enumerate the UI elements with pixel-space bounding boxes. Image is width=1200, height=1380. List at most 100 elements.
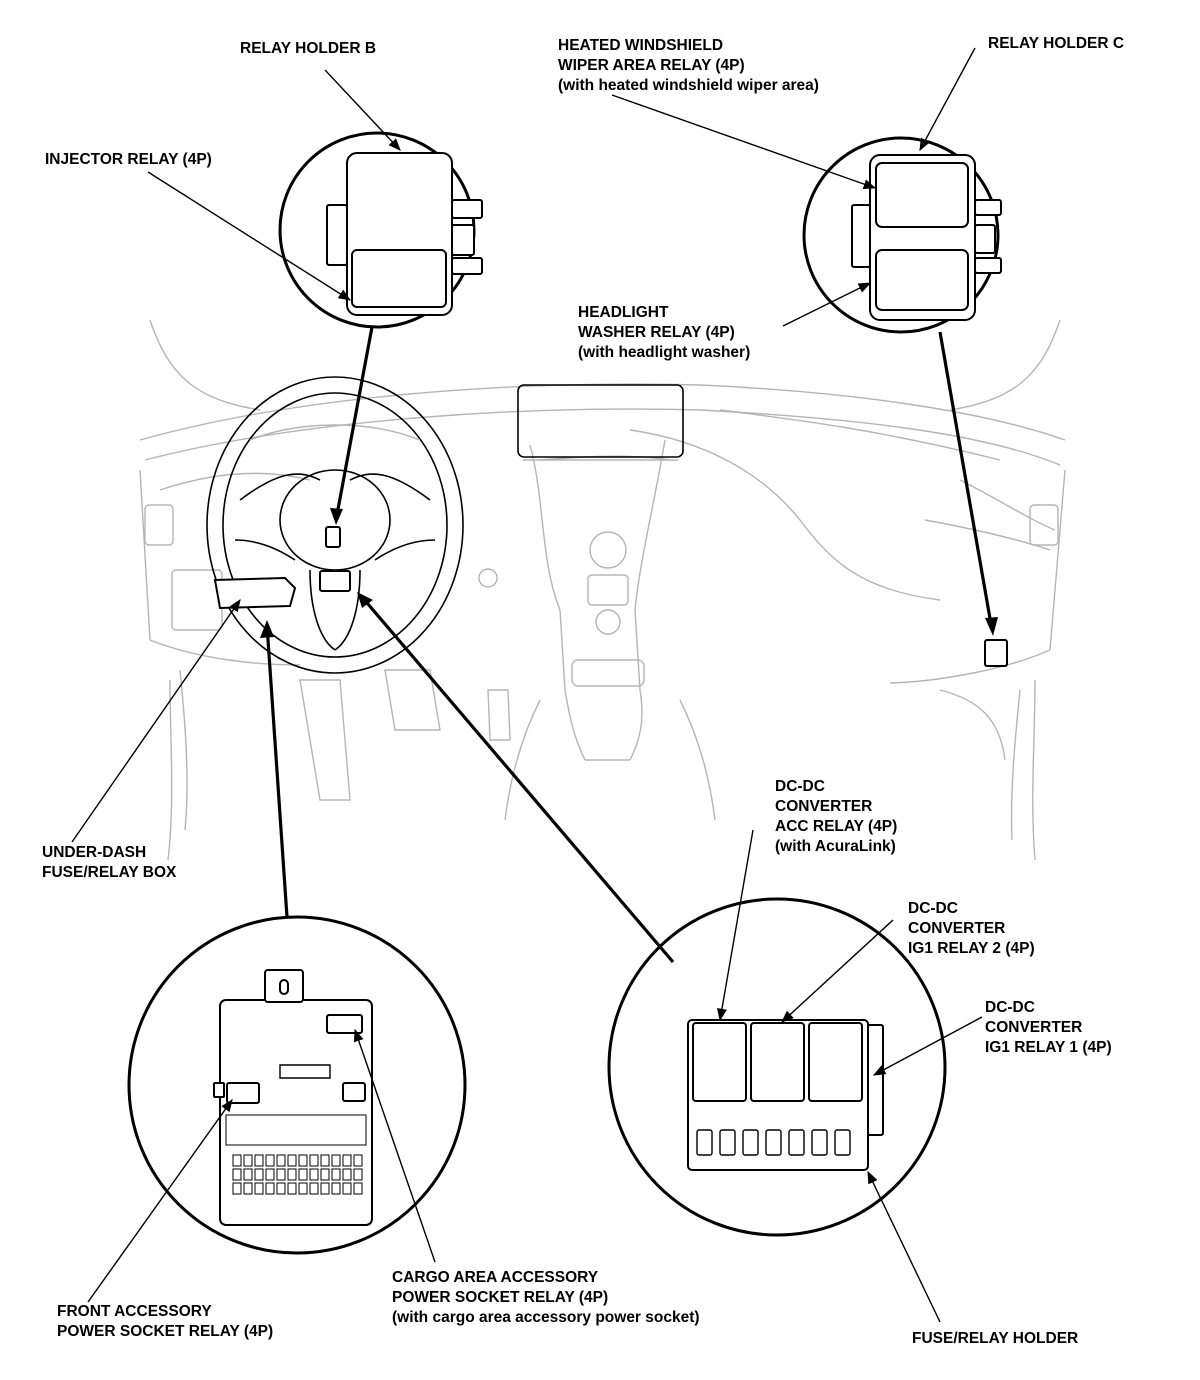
fuse-slot [320, 1182, 330, 1195]
fuse-slot [276, 1168, 286, 1181]
label-line: UNDER-DASH [42, 844, 147, 861]
fuse-slot [243, 1154, 253, 1167]
leader-line [716, 829, 754, 1022]
steering-wheel [206, 376, 464, 674]
leader-line [353, 1028, 436, 1263]
label-front-socket-relay: FRONT ACCESSORY POWER SOCKET RELAY (4P) [57, 1302, 273, 1342]
fuse-slot [232, 1168, 242, 1181]
leader-line [919, 47, 976, 152]
fuse-slot [342, 1168, 352, 1181]
label-line: FRONT ACCESSORY [57, 1303, 212, 1320]
label-line: FUSE/RELAY HOLDER [912, 1330, 1079, 1347]
fuse-slot [243, 1182, 253, 1195]
fuse-slot [353, 1168, 363, 1181]
label-line: RELAY HOLDER B [240, 40, 377, 57]
leader-line [781, 919, 894, 1023]
fuse-slot [254, 1182, 264, 1195]
label-under-dash-box: UNDER-DASH FUSE/RELAY BOX [42, 843, 176, 883]
label-line: POWER SOCKET RELAY (4P) [57, 1323, 274, 1340]
fuse-slot [287, 1182, 297, 1195]
label-line: WIPER AREA RELAY (4P) [558, 57, 745, 74]
fuse-slot [342, 1154, 352, 1167]
fuse-slot [265, 1182, 275, 1195]
fuse-slot [811, 1129, 828, 1156]
label-cargo-socket-relay: CARGO AREA ACCESSORY POWER SOCKET RELAY (… [392, 1268, 700, 1328]
label-line: HEATED WINDSHIELD [558, 37, 724, 54]
label-line: INJECTOR RELAY (4P) [45, 151, 212, 168]
fuse-grid [225, 1114, 367, 1195]
fuse-slot [254, 1168, 264, 1181]
fuse-strip [225, 1114, 367, 1146]
label-line: CONVERTER [775, 798, 873, 815]
label-line: WASHER RELAY (4P) [578, 324, 735, 341]
label-line: (with AcuraLink) [775, 838, 896, 855]
fuse-relay-holder-zoom [607, 897, 947, 1237]
label-fuse-relay-holder: FUSE/RELAY HOLDER [912, 1329, 1078, 1349]
leader-line [611, 94, 877, 189]
leader-line [87, 1098, 233, 1303]
leader-line [324, 69, 401, 151]
leader-line [872, 1016, 983, 1076]
fuse-slot [309, 1182, 319, 1195]
fuse-slot [342, 1182, 352, 1195]
fuse-slot [243, 1168, 253, 1181]
fuse-slot [331, 1182, 341, 1195]
fuse-row [696, 1129, 851, 1156]
label-line: (with heated windshield wiper area) [558, 77, 819, 94]
leader-line [867, 1170, 941, 1323]
fuse-slot [719, 1129, 736, 1156]
fuse-slot [309, 1154, 319, 1167]
label-dcdc-ig1-relay-1: DC-DC CONVERTER IG1 RELAY 1 (4P) [985, 998, 1112, 1058]
label-line: IG1 RELAY 1 (4P) [985, 1039, 1112, 1056]
fuse-slot [331, 1168, 341, 1181]
fuse-slot [265, 1168, 275, 1181]
fuse-slot [298, 1182, 308, 1195]
fuse-slot [353, 1182, 363, 1195]
label-line: ACC RELAY (4P) [775, 818, 898, 835]
fuse-slot [298, 1154, 308, 1167]
fuse-slot [320, 1168, 330, 1181]
fuse-slot [320, 1154, 330, 1167]
fuse-slot [287, 1154, 297, 1167]
label-line: RELAY HOLDER C [988, 35, 1125, 52]
leader-line [147, 171, 352, 301]
fuse-slot [276, 1154, 286, 1167]
fuse-slot [834, 1129, 851, 1156]
fuse-slot [331, 1154, 341, 1167]
fuse-slot [254, 1154, 264, 1167]
fuse-slot [788, 1129, 805, 1156]
connector-lines [260, 326, 998, 964]
label-line: DC-DC [908, 900, 958, 917]
label-line: CONVERTER [985, 1019, 1083, 1036]
fuse-slot [265, 1154, 275, 1167]
fuse-slot [765, 1129, 782, 1156]
leader-line [71, 598, 241, 843]
label-line: (with headlight washer) [578, 344, 751, 361]
dash-relay-parts [213, 526, 1008, 667]
label-line: DC-DC [775, 778, 825, 795]
label-line: FUSE/RELAY BOX [42, 864, 177, 881]
leader-lines [71, 47, 983, 1323]
center-display [517, 384, 684, 461]
label-line: (with cargo area accessory power socket) [392, 1309, 700, 1326]
label-heated-windshield-relay: HEATED WINDSHIELD WIPER AREA RELAY (4P) (w… [558, 36, 819, 96]
label-injector-relay: INJECTOR RELAY (4P) [45, 150, 212, 170]
fuse-slot [276, 1182, 286, 1195]
fuse-slot [232, 1154, 242, 1167]
label-line: POWER SOCKET RELAY (4P) [392, 1289, 609, 1306]
fuse-slot [232, 1182, 242, 1195]
fuse-slot [696, 1129, 713, 1156]
label-relay-holder-b: RELAY HOLDER B [240, 39, 376, 59]
relay-holder-c-zoom [802, 136, 1002, 334]
relay-holder-b-zoom [278, 131, 483, 329]
label-line: IG1 RELAY 2 (4P) [908, 940, 1035, 957]
label-line: DC-DC [985, 999, 1035, 1016]
fuse-slot [742, 1129, 759, 1156]
under-dash-box-zoom [127, 915, 467, 1255]
fuse-slot [353, 1154, 363, 1167]
label-line: CARGO AREA ACCESSORY [392, 1269, 599, 1286]
leader-line [782, 282, 872, 327]
